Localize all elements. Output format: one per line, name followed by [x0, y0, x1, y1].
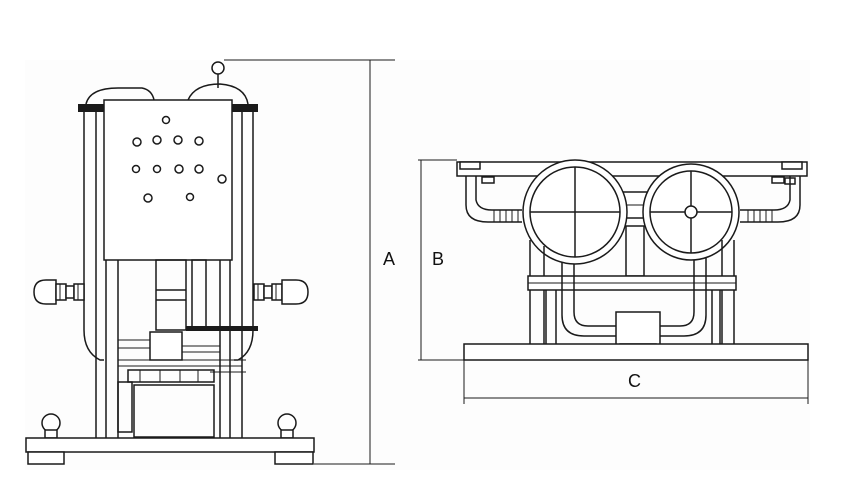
front-base — [25, 413, 315, 465]
right-dome — [187, 83, 249, 105]
internal-frame — [105, 259, 258, 438]
right-handle — [740, 176, 801, 223]
side-view — [456, 159, 809, 361]
control-panel — [103, 99, 233, 261]
left-clamp-bar — [78, 104, 106, 112]
right-gauge — [642, 163, 740, 261]
left-gauge — [522, 159, 628, 265]
right-tank — [234, 112, 254, 361]
right-clamp-bar — [232, 104, 258, 112]
side-support-frame — [527, 225, 737, 344]
dimension-label-c: C — [628, 371, 641, 391]
side-piping — [561, 258, 707, 351]
top-knob — [211, 61, 225, 88]
right-valve — [253, 279, 309, 305]
front-view — [25, 61, 315, 465]
dimension-c — [463, 360, 809, 404]
left-dome — [85, 87, 155, 105]
dimension-a — [224, 59, 395, 465]
left-handle — [465, 176, 522, 223]
dimension-label-a: A — [383, 249, 395, 269]
dimension-b — [418, 159, 464, 361]
dimension-label-b: B — [432, 249, 444, 269]
left-valve — [33, 279, 85, 305]
top-tray — [456, 161, 808, 177]
panel-holes — [131, 115, 227, 203]
side-base-plate — [463, 343, 809, 361]
left-tank — [83, 112, 104, 361]
